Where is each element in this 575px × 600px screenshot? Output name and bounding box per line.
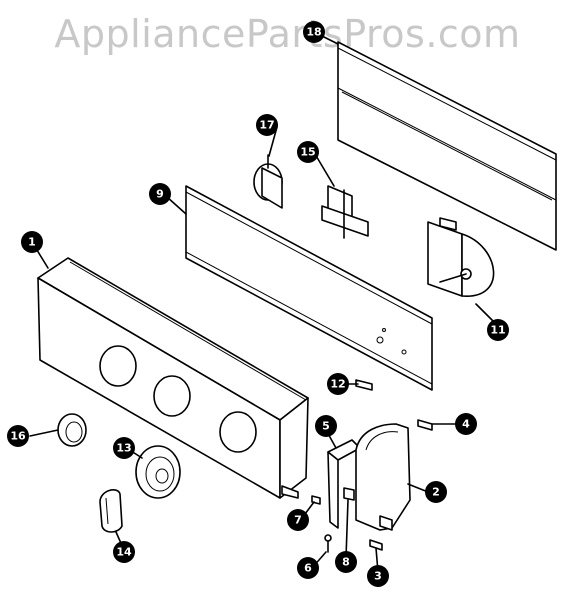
callout-1: 1 (21, 231, 43, 253)
part-clip-4 (417, 419, 433, 431)
part-knob-13 (135, 445, 181, 499)
part-label-8 (343, 487, 355, 501)
svg-text:12: 12 (330, 378, 345, 391)
svg-text:11: 11 (490, 324, 505, 337)
part-screw-12 (355, 379, 373, 391)
part-rear-panel (337, 41, 557, 251)
svg-text:1: 1 (28, 236, 36, 249)
callout-16: 16 (7, 425, 29, 447)
callout-7: 7 (287, 509, 309, 531)
part-endcap-2 (355, 423, 411, 531)
part-screw-6 (324, 534, 332, 553)
callout-8: 8 (335, 551, 357, 573)
callout-17: 17 (256, 114, 278, 136)
svg-text:14: 14 (116, 546, 132, 559)
part-clip-3 (369, 539, 383, 551)
svg-text:2: 2 (432, 486, 440, 499)
callout-13: 13 (113, 437, 135, 459)
callout-5: 5 (315, 415, 337, 437)
callout-14: 14 (113, 541, 135, 563)
part-bracket-17 (253, 154, 283, 209)
svg-text:9: 9 (156, 188, 164, 201)
part-switch-15 (321, 185, 369, 239)
callout-6: 6 (297, 557, 319, 579)
svg-text:4: 4 (462, 418, 470, 431)
svg-text:8: 8 (342, 556, 350, 569)
svg-text:17: 17 (259, 119, 274, 132)
part-knob-14 (99, 489, 123, 533)
callout-12: 12 (327, 373, 349, 395)
svg-text:6: 6 (304, 562, 312, 575)
callout-9: 9 (149, 183, 171, 205)
svg-text:15: 15 (300, 146, 315, 159)
callout-2: 2 (425, 481, 447, 503)
svg-text:18: 18 (306, 26, 321, 39)
svg-text:13: 13 (116, 442, 131, 455)
part-knob-16 (57, 413, 87, 447)
part-console-1 (37, 257, 309, 499)
callout-18: 18 (303, 21, 325, 43)
callout-4: 4 (455, 413, 477, 435)
callout-11: 11 (487, 319, 509, 341)
part-control-panel-9 (185, 185, 433, 391)
part-trim-5 (327, 439, 361, 529)
callout-3: 3 (367, 565, 389, 587)
watermark: AppliancePartsPros.com (54, 12, 521, 56)
svg-text:3: 3 (374, 570, 382, 583)
svg-text:16: 16 (10, 430, 26, 443)
callouts: 1 2 3 4 5 6 7 (7, 21, 509, 587)
part-timer-11 (427, 217, 495, 297)
svg-text:5: 5 (322, 420, 330, 433)
svg-text:7: 7 (294, 514, 302, 527)
callout-15: 15 (297, 141, 319, 163)
